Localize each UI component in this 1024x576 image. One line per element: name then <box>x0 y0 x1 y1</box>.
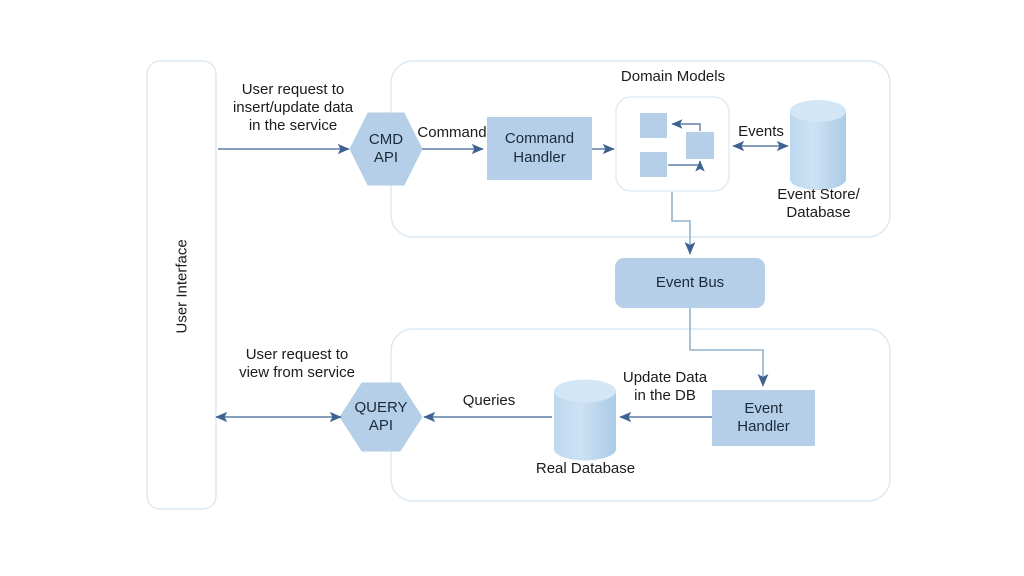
node-event-handler <box>712 390 815 446</box>
container-user-interface <box>146 60 217 510</box>
domain-arrow-right-to-topleft <box>671 119 701 131</box>
node-event-bus <box>615 258 765 308</box>
edge-label-user-view-request: User request to view from service <box>214 346 380 382</box>
domain-arrow-bottomleft-to-right <box>668 160 705 172</box>
command-text: Command <box>417 124 487 141</box>
node-label-event-store: Event Store/ Database <box>750 186 887 223</box>
domain-square-right <box>686 132 714 159</box>
edge-label-user-insert-request: User request to insert/update data in th… <box>214 81 372 135</box>
node-event-store <box>790 100 846 190</box>
event-store-line-2: Database <box>786 204 851 222</box>
container-label-user-interface: User Interface <box>173 239 191 334</box>
edge-label-events: Events <box>726 123 796 141</box>
events-text: Events <box>738 123 784 140</box>
node-command-handler <box>487 117 592 180</box>
user-view-line-1: User request to <box>245 346 349 363</box>
node-real-database <box>554 379 616 461</box>
edge-label-update-data: Update Data in the DB <box>618 369 712 405</box>
domain-square-bottom-left <box>640 152 667 177</box>
edge-label-command: Command <box>406 124 498 142</box>
update-data-line-1: Update Data <box>622 369 708 386</box>
event-store-line-1: Event Store/ <box>777 186 860 203</box>
user-insert-line-2: insert/update data <box>232 99 354 116</box>
node-label-real-database: Real Database <box>535 460 636 477</box>
domain-square-top-left <box>640 113 667 138</box>
user-view-line-2: view from service <box>239 364 355 381</box>
container-label-domain-models: Domain Models <box>620 68 726 85</box>
user-insert-line-1: User request to <box>241 81 345 98</box>
update-data-line-2: in the DB <box>634 387 696 404</box>
edge-domain-to-event-bus <box>671 192 696 255</box>
queries-text: Queries <box>462 392 516 409</box>
node-cmd-api <box>349 112 423 186</box>
edge-label-queries: Queries <box>450 392 528 410</box>
edge-event-bus-to-event-handler <box>689 308 769 387</box>
user-insert-line-3: in the service <box>248 117 338 134</box>
